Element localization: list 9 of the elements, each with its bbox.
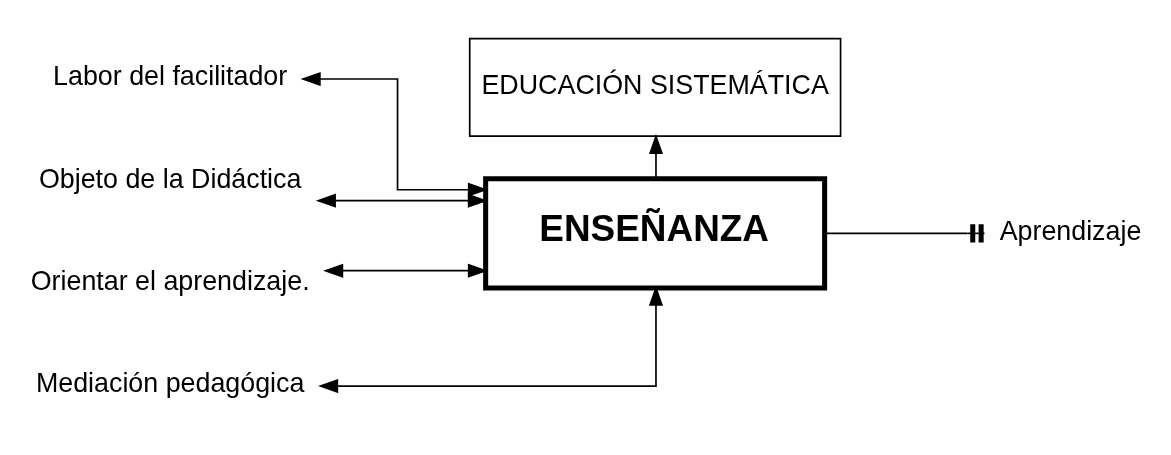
node-text: Objeto de la Didáctica bbox=[38, 163, 302, 194]
node-text: Labor del facilitador bbox=[53, 61, 288, 92]
node-box: ENSEÑANZA bbox=[483, 176, 828, 291]
node-text: Aprendizaje bbox=[999, 215, 1142, 246]
arrow bbox=[318, 285, 664, 394]
node-box: EDUCACIÓN SISTEMÁTICA bbox=[468, 37, 842, 137]
node-text: Orientar el aprendizaje. bbox=[30, 266, 310, 297]
arrow bbox=[648, 133, 664, 179]
node-text: Mediación pedagógica bbox=[35, 368, 305, 399]
